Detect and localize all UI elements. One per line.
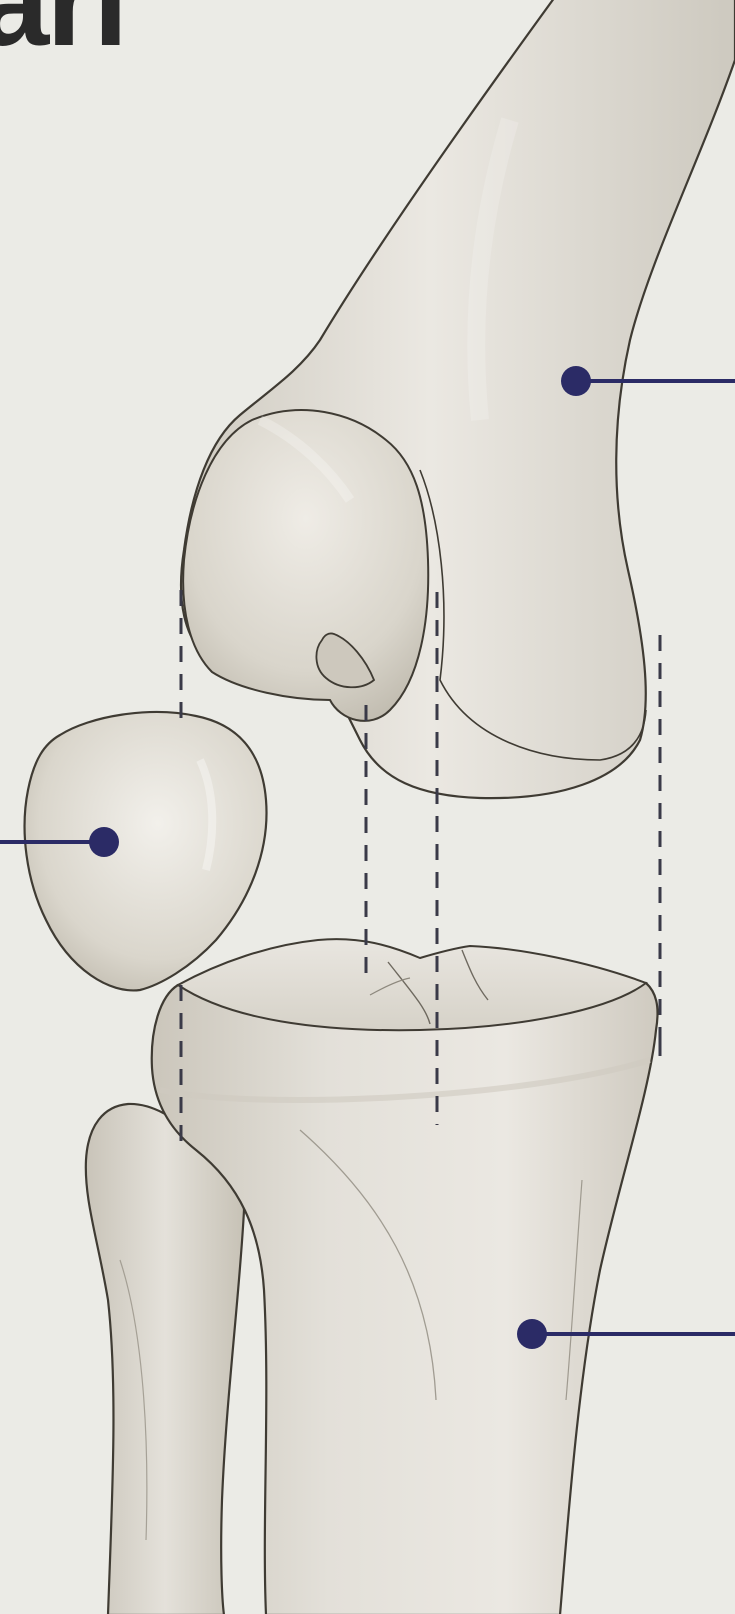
femur-label-dot <box>561 366 591 396</box>
femur <box>181 0 735 798</box>
patella <box>25 712 267 990</box>
fibula <box>86 1104 244 1614</box>
tibia-label-dot <box>517 1319 547 1349</box>
patella-label-dot <box>89 827 119 857</box>
